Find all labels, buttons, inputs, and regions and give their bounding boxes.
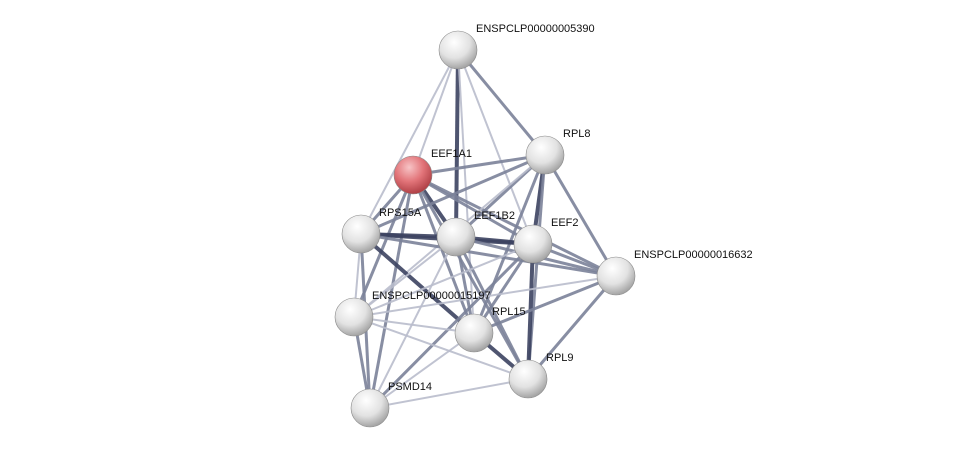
node-label: EEF1B2 [474,210,515,222]
node-enspclp00000016632[interactable]: ENSPCLP00000016632 [596,249,753,296]
edge-enspclp00000005390-rpl8[interactable] [456,49,547,156]
edge-enspclp00000005390-eef1a1[interactable] [412,49,459,176]
edge-eef1b2-enspclp00000015197[interactable] [353,236,457,318]
edge-rps15a-enspclp00000016632[interactable] [360,232,617,278]
edge-eef1a1-enspclp00000016632[interactable] [412,173,617,278]
protein-node[interactable] [341,214,381,254]
edge-rpl15-psmd14[interactable] [369,332,475,409]
protein-node[interactable] [596,256,636,296]
node-label: EEF2 [551,217,579,229]
query-protein-node[interactable] [393,155,433,195]
node-enspclp00000015197[interactable]: ENSPCLP00000015197 [334,290,491,337]
node-label: RPL8 [563,128,591,140]
edges-layer [352,49,618,410]
edge-eef1a1-rpl8[interactable] [412,153,546,177]
edge-eef2-enspclp00000015197[interactable] [353,243,534,318]
node-label: RPL15 [492,306,526,318]
edge-enspclp00000016632-rpl15[interactable] [473,274,617,335]
edge-enspclp00000016632-enspclp00000015197[interactable] [353,275,617,318]
protein-node[interactable] [508,359,548,399]
edge-rpl8-enspclp00000016632[interactable] [543,154,618,277]
protein-node[interactable] [350,388,390,428]
node-label: ENSPCLP00000005390 [476,23,595,35]
edge-enspclp00000016632-rpl9[interactable] [526,275,618,380]
edge-rpl8-rps15a[interactable] [360,153,546,236]
node-rpl8[interactable]: RPL8 [525,128,591,175]
protein-node[interactable] [436,217,476,257]
node-label: EEF1A1 [431,148,472,160]
edge-eef2-psmd14[interactable] [368,242,535,410]
node-psmd14[interactable]: PSMD14 [350,381,432,428]
node-rps15a[interactable]: RPS15A [341,207,422,254]
node-eef1b2[interactable]: EEF1B2 [436,210,515,257]
node-enspclp00000005390[interactable]: ENSPCLP00000005390 [438,23,595,70]
edge-rpl9-psmd14[interactable] [369,378,529,409]
node-rpl15[interactable]: RPL15 [454,306,526,353]
edge-enspclp00000005390-rps15a[interactable] [360,49,459,235]
edge-enspclp00000015197-rpl15[interactable] [353,316,475,334]
node-label: ENSPCLP00000015197 [372,290,491,302]
edge-enspclp00000005390-eef1b2[interactable] [454,49,460,238]
node-label: ENSPCLP00000016632 [634,249,753,261]
node-eef1a1[interactable]: EEF1A1 [393,148,472,195]
edge-eef1a1-rpl15[interactable] [411,174,476,334]
node-label: PSMD14 [388,381,432,393]
edge-eef1a1-rpl9[interactable] [411,174,530,380]
protein-node[interactable] [438,30,478,70]
node-label: RPL9 [546,352,574,364]
edge-enspclp00000005390-eef2[interactable] [457,49,534,245]
node-eef2[interactable]: EEF2 [513,217,579,264]
protein-node[interactable] [454,313,494,353]
edge-rps15a-rpl15[interactable] [359,232,476,335]
edge-enspclp00000015197-rpl9[interactable] [353,316,529,380]
protein-node[interactable] [525,135,565,175]
edge-eef1b2-psmd14[interactable] [369,236,457,409]
protein-node[interactable] [334,297,374,337]
node-label: RPS15A [379,207,422,219]
node-rpl9[interactable]: RPL9 [508,352,574,399]
edge-enspclp00000005390-rpl15[interactable] [457,49,475,334]
protein-node[interactable] [513,224,553,264]
